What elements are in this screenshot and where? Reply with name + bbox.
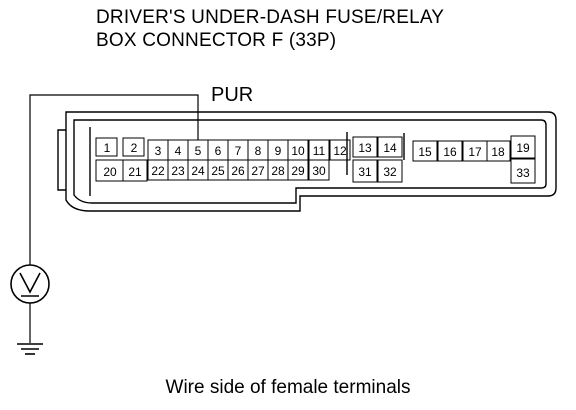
svg-text:23: 23 <box>171 164 185 178</box>
pin-26: 26 <box>227 159 249 181</box>
pin-27: 27 <box>247 159 269 181</box>
svg-text:3: 3 <box>155 144 162 158</box>
svg-text:5: 5 <box>195 144 202 158</box>
pin-2: 2 <box>122 137 145 157</box>
svg-text:29: 29 <box>291 164 305 178</box>
ground-icon <box>17 343 43 355</box>
svg-text:32: 32 <box>383 165 397 179</box>
pin-21: 21 <box>122 159 148 182</box>
pin-18: 18 <box>486 140 511 162</box>
svg-text:17: 17 <box>468 145 482 159</box>
wire-color-label: PUR <box>211 84 254 106</box>
svg-text:4: 4 <box>175 144 182 158</box>
svg-text:6: 6 <box>215 144 222 158</box>
pin-grid: 1 2 3 4 5 6 7 8 9 10 11 12 13 14 15 16 1… <box>95 135 536 184</box>
pin-9: 9 <box>267 139 289 161</box>
svg-text:27: 27 <box>251 164 265 178</box>
svg-text:22: 22 <box>151 164 165 178</box>
pin-15: 15 <box>412 140 438 162</box>
pin-1: 1 <box>95 137 118 157</box>
voltmeter-icon <box>10 264 50 304</box>
svg-text:14: 14 <box>383 141 397 155</box>
probe-wire <box>29 94 199 343</box>
svg-text:10: 10 <box>291 144 305 158</box>
svg-text:18: 18 <box>491 145 505 159</box>
pin-10: 10 <box>287 139 309 161</box>
pin-24: 24 <box>187 159 209 181</box>
pin-5: 5 <box>187 139 209 161</box>
svg-text:9: 9 <box>275 144 282 158</box>
svg-text:13: 13 <box>358 141 372 155</box>
pin-6: 6 <box>207 139 229 161</box>
title-line-2: BOX CONNECTOR F (33P) <box>96 30 337 51</box>
pin-17: 17 <box>462 140 488 162</box>
pin-19: 19 <box>510 135 536 159</box>
svg-text:33: 33 <box>516 166 530 180</box>
svg-text:24: 24 <box>191 164 205 178</box>
diagram-title: DRIVER'S UNDER-DASH FUSE/RELAY BOX CONNE… <box>96 6 444 52</box>
title-line-1: DRIVER'S UNDER-DASH FUSE/RELAY <box>96 7 445 28</box>
pin-31: 31 <box>352 159 378 183</box>
pin-12: 12 <box>329 139 351 161</box>
svg-text:19: 19 <box>516 141 530 155</box>
pin-20: 20 <box>95 159 124 182</box>
pin-33: 33 <box>510 158 536 184</box>
svg-text:8: 8 <box>255 144 262 158</box>
connector-housing <box>57 111 557 212</box>
pin-16: 16 <box>437 140 463 162</box>
pin-32: 32 <box>377 159 403 183</box>
svg-text:31: 31 <box>358 165 372 179</box>
svg-text:12: 12 <box>333 144 347 158</box>
pin-8: 8 <box>247 139 269 161</box>
pin-13: 13 <box>352 136 378 158</box>
pin-14: 14 <box>377 136 403 158</box>
svg-text:16: 16 <box>443 145 457 159</box>
pin-30: 30 <box>308 159 330 181</box>
pin-3: 3 <box>147 139 169 161</box>
diagram-caption: Wire side of female terminals <box>165 377 411 398</box>
pin-23: 23 <box>167 159 189 181</box>
svg-text:21: 21 <box>128 165 142 179</box>
pin-25: 25 <box>207 159 229 181</box>
pin-4: 4 <box>167 139 189 161</box>
svg-text:15: 15 <box>418 145 432 159</box>
svg-text:1: 1 <box>104 141 111 155</box>
pin-11: 11 <box>308 139 330 161</box>
pin-29: 29 <box>287 159 309 181</box>
svg-text:28: 28 <box>271 164 285 178</box>
pin-28: 28 <box>267 159 289 181</box>
svg-text:25: 25 <box>211 164 225 178</box>
svg-text:2: 2 <box>131 141 138 155</box>
svg-text:30: 30 <box>312 164 326 178</box>
pin-7: 7 <box>227 139 249 161</box>
pin-22: 22 <box>147 159 169 181</box>
svg-text:20: 20 <box>103 165 117 179</box>
svg-text:26: 26 <box>231 164 245 178</box>
svg-text:11: 11 <box>313 144 326 158</box>
svg-text:7: 7 <box>235 144 242 158</box>
